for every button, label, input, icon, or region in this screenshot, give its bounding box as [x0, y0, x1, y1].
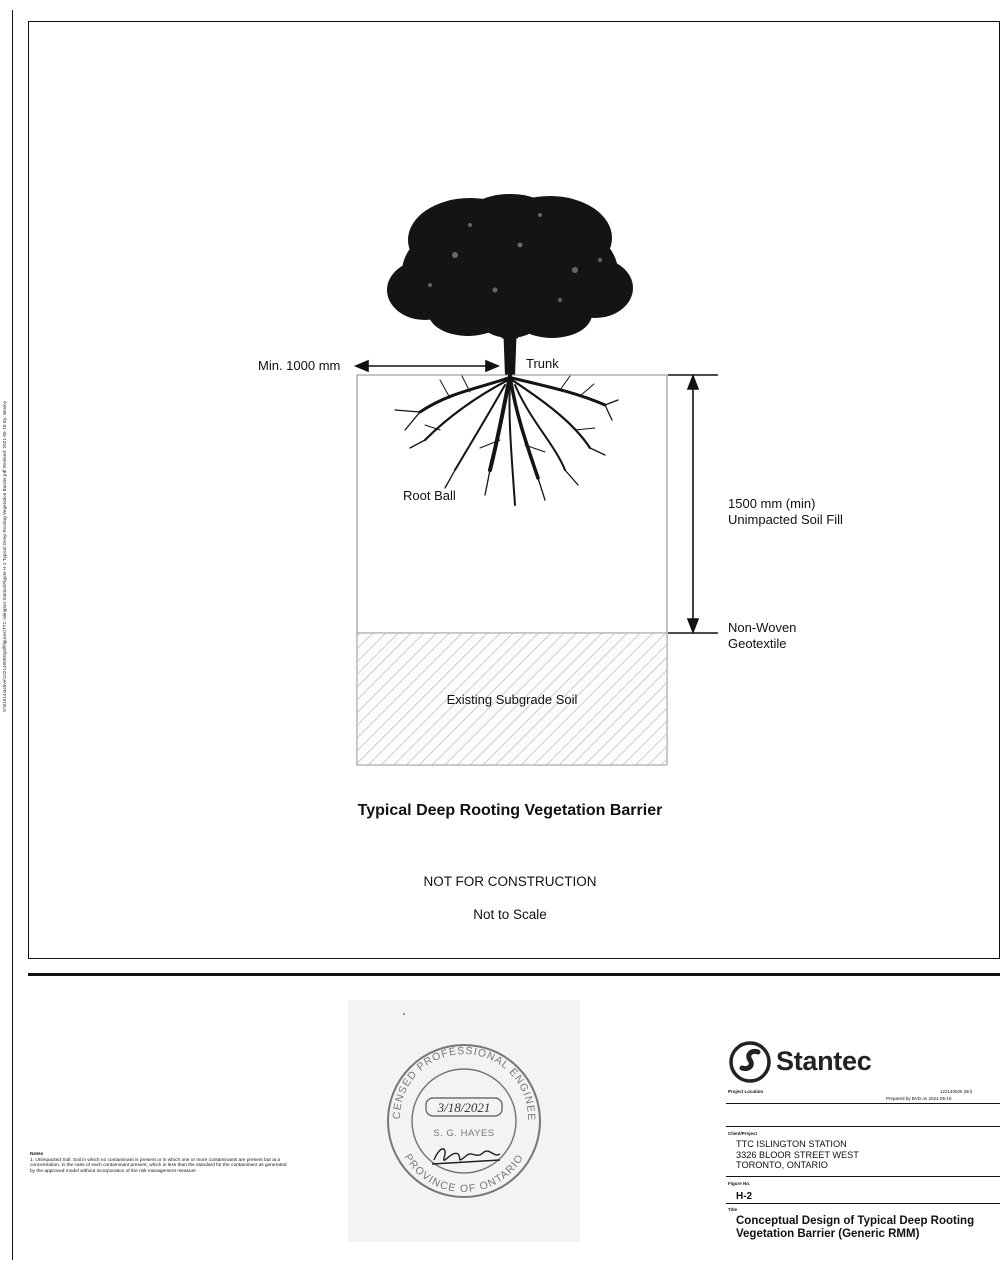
- stantec-logo-icon: [729, 1041, 771, 1083]
- subgrade-soil-box: [356, 632, 668, 766]
- client-line-2: 3326 BLOOR STREET WEST: [736, 1149, 859, 1160]
- prepared-by: Prepared by BVD on 2021-05-18: [886, 1096, 952, 1101]
- title-label: Title: [728, 1207, 738, 1212]
- project-location-label: Project Location: [728, 1089, 764, 1094]
- depth-label-line-1: 1500 mm (min): [728, 496, 816, 511]
- stamp-date: 3/18/2021: [437, 1100, 491, 1115]
- project-number: 122140505 (Bri): [940, 1089, 973, 1094]
- engineer-seal-graphic: LICENSED PROFESSIONAL ENGINEER PROVINCE …: [344, 991, 541, 1198]
- depth-dimension-arrow: [668, 373, 718, 635]
- title-block-line-2: [726, 1126, 1000, 1127]
- tree-trunk: [503, 322, 517, 376]
- geotextile-label-line-2: Geotextile: [728, 636, 787, 651]
- figure-number: H-2: [736, 1191, 753, 1202]
- root-ball-label: Root Ball: [403, 488, 456, 503]
- title-block-line-4: [726, 1203, 1000, 1204]
- notes-text: 1. Unimpacted Soil: Soil in which no con…: [30, 1157, 287, 1174]
- page-border: [12, 10, 995, 1260]
- tree-roots: [394, 374, 619, 506]
- title-block-line-3: [726, 1176, 1000, 1177]
- title-block-line-1: [726, 1103, 1000, 1104]
- notes-heading: Notes: [30, 1152, 44, 1157]
- client-line-3: TORONTO, ONTARIO: [736, 1160, 828, 1170]
- drawing-frame: [28, 21, 1000, 959]
- subgrade-soil-label: Existing Subgrade Soil: [446, 692, 578, 707]
- client-line-1: TTC ISLINGTON STATION: [736, 1139, 847, 1149]
- drawing-title: Conceptual Design of Typical Deep Rootin…: [736, 1215, 975, 1240]
- trunk-label: Trunk: [526, 356, 559, 371]
- not-for-construction-note: NOT FOR CONSTRUCTION: [423, 874, 597, 889]
- depth-label-line-2: Unimpacted Soil Fill: [728, 512, 843, 527]
- company-name: Stantec: [776, 1046, 872, 1076]
- notes-block: Notes 1. Unimpacted Soil: Soil in which …: [30, 1152, 290, 1174]
- min-width-arrow: [353, 359, 501, 373]
- client-project-label: Client/Project: [728, 1131, 758, 1136]
- diagram-title: Typical Deep Rooting Vegetation Barrier: [357, 802, 663, 819]
- diagram-graphic: [353, 194, 718, 766]
- title-block-divider: [28, 973, 1000, 976]
- geotextile-label-line-1: Non-Woven: [728, 620, 797, 635]
- engineer-stamp: LICENSED PROFESSIONAL ENGINEER PROVINCE …: [344, 991, 580, 1242]
- soil-fill-box: [356, 374, 668, 634]
- figure-no-label: Figure No.: [728, 1181, 751, 1186]
- engineer-signature: [431, 1148, 501, 1165]
- not-to-scale-note: Not to Scale: [473, 907, 547, 922]
- stamp-name: S. G. HAYES: [433, 1128, 494, 1139]
- min-width-label: Min. 1000 mm: [258, 358, 341, 373]
- tree-canopy: [387, 194, 633, 338]
